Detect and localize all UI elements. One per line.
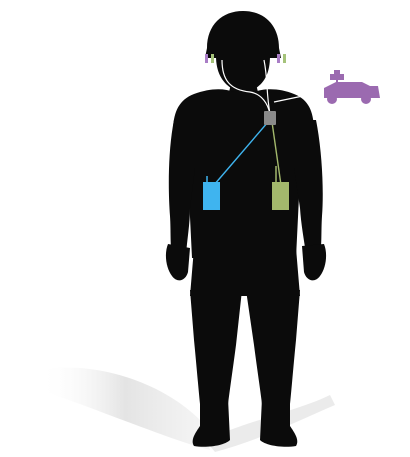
- hips: [190, 248, 300, 296]
- radio-icon: [203, 182, 220, 210]
- hub-icon: [264, 111, 276, 125]
- radio-icon: [272, 182, 289, 210]
- helmet: [205, 11, 281, 58]
- right-leg: [246, 290, 300, 404]
- left-glove: [166, 244, 190, 280]
- right-glove: [302, 244, 326, 280]
- right-arm: [294, 120, 323, 254]
- head: [216, 56, 270, 88]
- earpiece-icon: [277, 54, 286, 63]
- left-leg: [190, 290, 242, 404]
- soldier-silhouette: [166, 11, 326, 447]
- vehicle-icon: [324, 70, 380, 104]
